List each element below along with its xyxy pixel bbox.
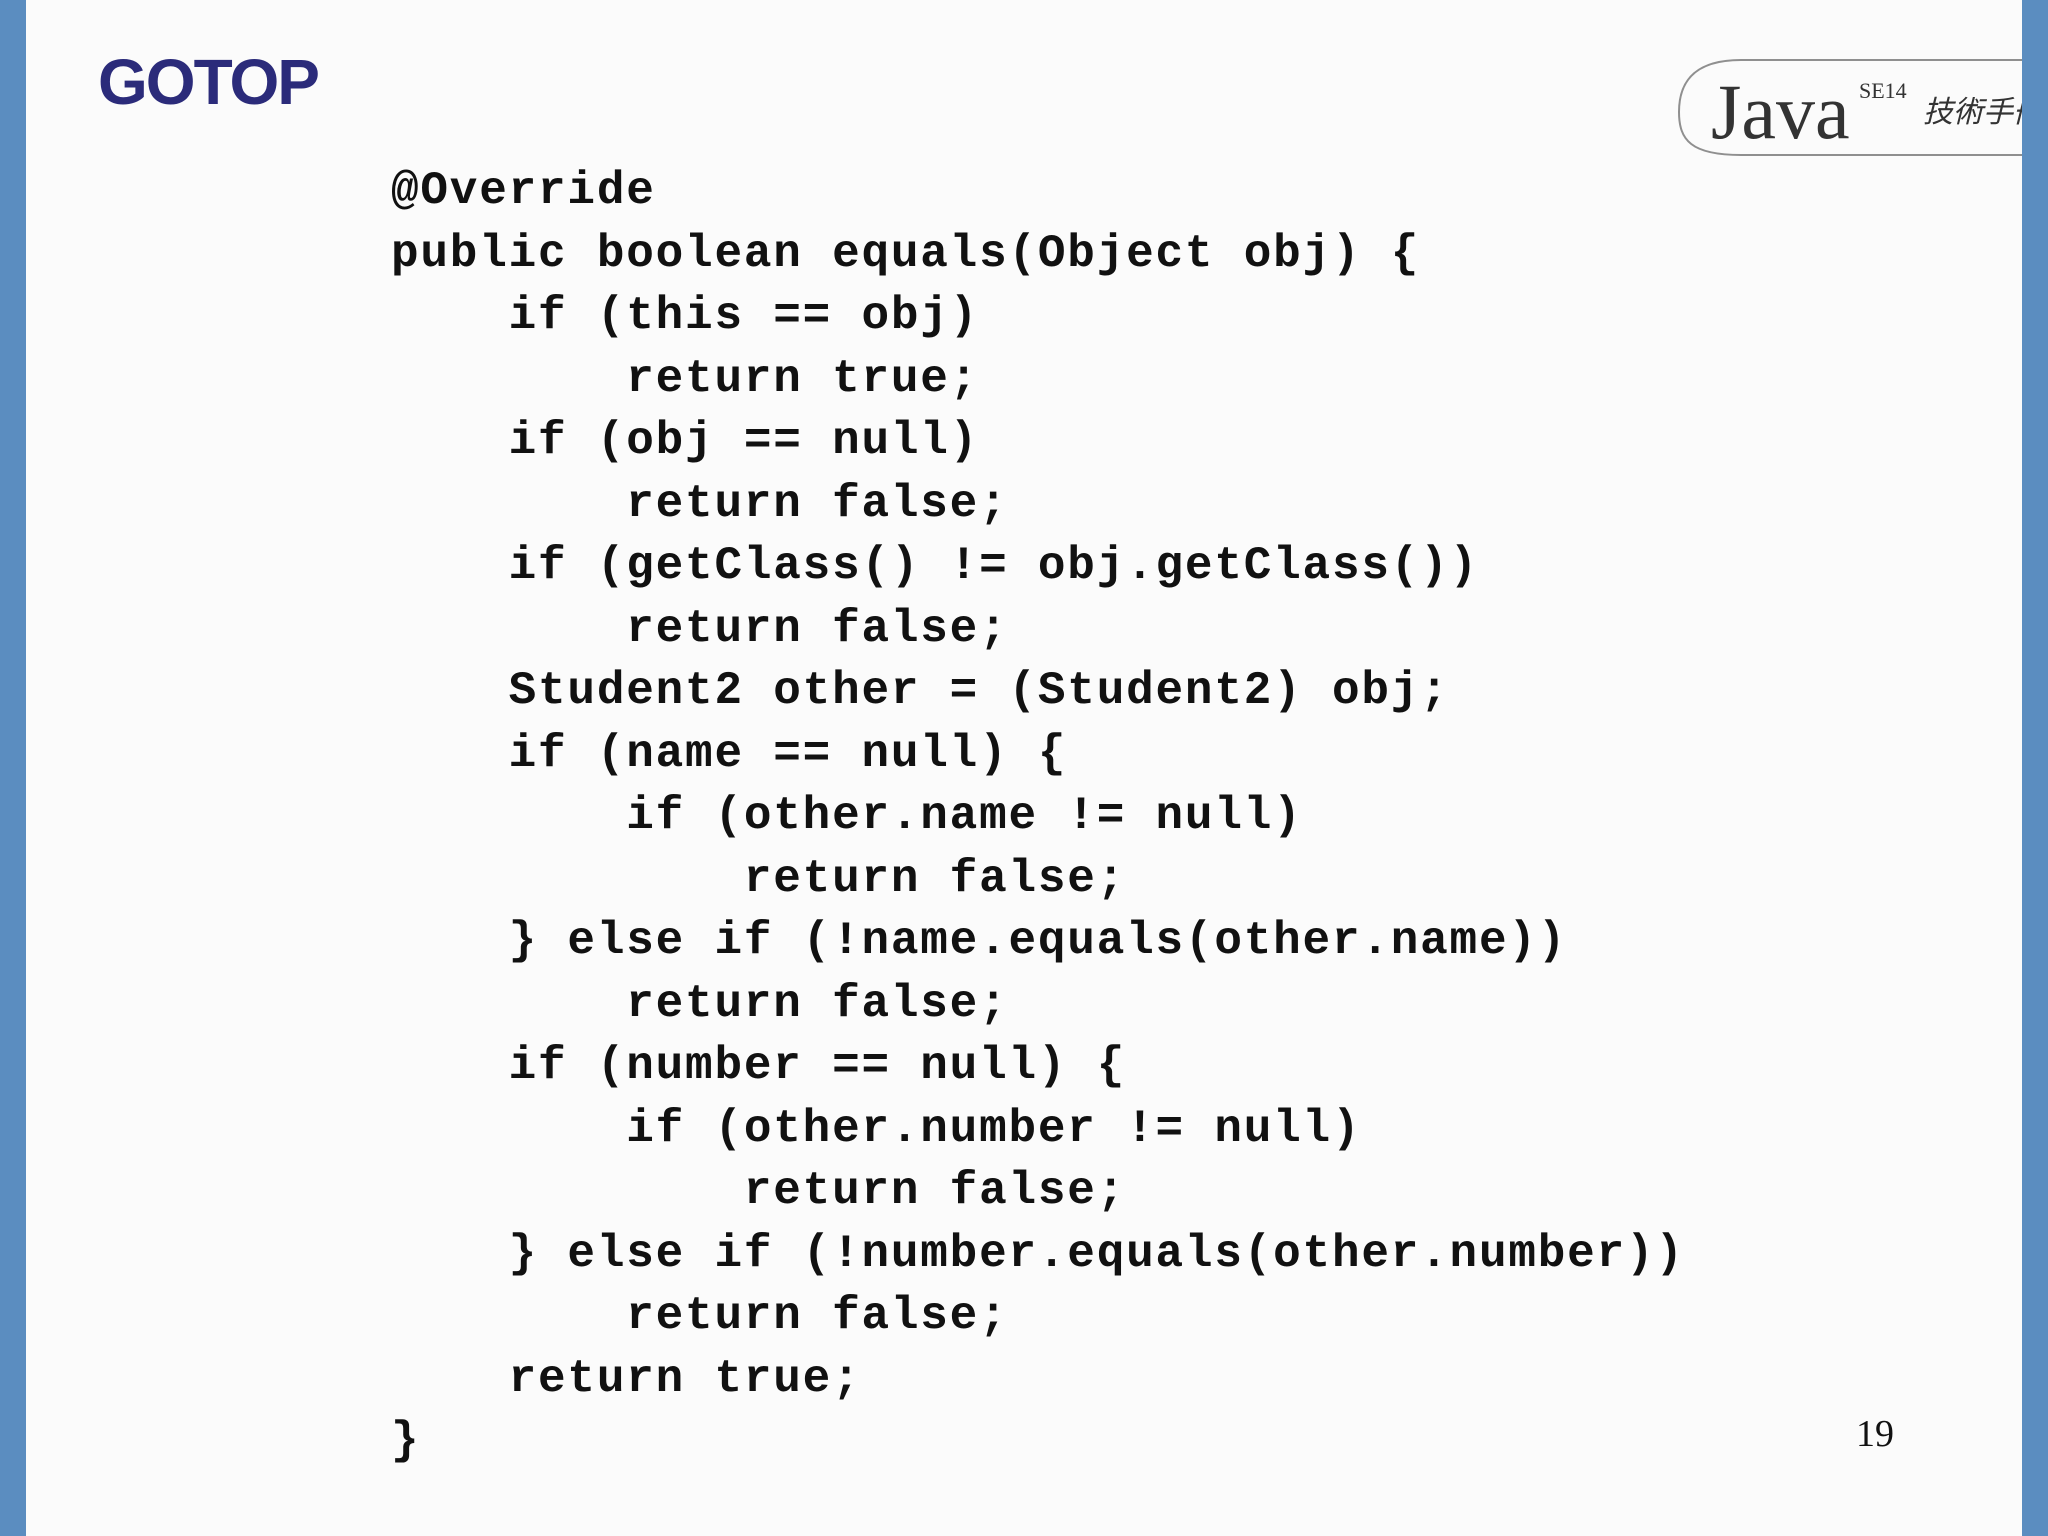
- badge-edition-text: SE14: [1859, 78, 1907, 103]
- code-line: if (other.name != null): [391, 790, 1303, 842]
- code-line: } else if (!number.equals(other.number)): [391, 1227, 1685, 1280]
- left-accent-bar: [0, 0, 26, 1536]
- code-line: return false;: [391, 602, 1009, 655]
- code-line: if (this == obj): [391, 290, 980, 342]
- code-line: return false;: [391, 1165, 1127, 1217]
- badge-java-text: Java: [1711, 68, 1850, 155]
- code-line: if (name == null) {: [391, 727, 1068, 780]
- gotop-logo: GOTOP: [98, 46, 320, 118]
- java-se14-badge: Java SE14 技術手冊: [1677, 59, 2046, 156]
- code-line: return true;: [391, 352, 980, 405]
- code-line: if (number == null) {: [391, 1040, 1127, 1092]
- code-line: Student2 other = (Student2) obj;: [391, 665, 1450, 717]
- page-number: 19: [1856, 1413, 1894, 1455]
- code-line: return false;: [391, 1290, 1009, 1342]
- slide: GOTOP Java SE14 技術手冊 @Override public boo…: [26, 0, 2046, 1536]
- code-listing: @Override public boolean equals(Object ob…: [391, 160, 1685, 1473]
- code-line: @Override: [391, 165, 656, 217]
- code-line: }: [391, 1415, 421, 1467]
- code-line: return false;: [391, 477, 1009, 530]
- code-line: } else if (!name.equals(other.name)): [391, 915, 1568, 967]
- code-line: return false;: [391, 977, 1009, 1030]
- code-line: return false;: [391, 852, 1127, 905]
- code-line: if (getClass() != obj.getClass()): [391, 540, 1479, 592]
- code-line: if (other.number != null): [391, 1102, 1362, 1155]
- gotop-logo-text: GOTOP: [98, 46, 318, 118]
- right-accent-bar: [2022, 0, 2048, 1536]
- code-line: if (obj == null): [391, 415, 980, 467]
- badge-outline: [1677, 59, 2041, 156]
- code-line: public boolean equals(Object obj) {: [391, 227, 1421, 280]
- code-line: return true;: [391, 1352, 862, 1405]
